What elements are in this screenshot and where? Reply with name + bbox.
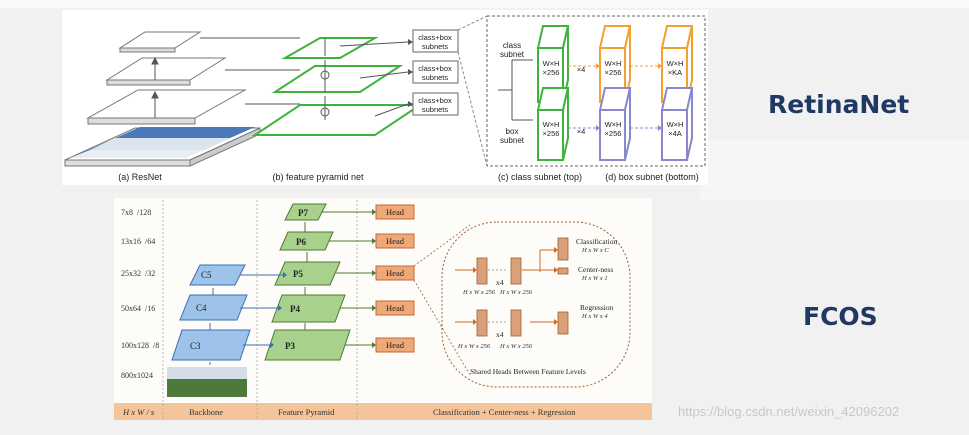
pyramid-layer-label: P5 [293, 269, 303, 279]
block-dim-wxh: W×H [543, 59, 560, 68]
block-dim-x256: ×256 [543, 68, 560, 77]
subnets-box-line1: class+box [418, 96, 452, 105]
head-boxes [375, 204, 415, 353]
block-dim-x256: ×256 [605, 129, 622, 138]
centerness-dim: H x W x 1 [581, 275, 608, 282]
feature-dim-label: H x W x 256 [499, 289, 533, 296]
repeat-label: ×4 [577, 65, 586, 74]
classification-dim: H x W x C [581, 247, 609, 254]
size-label: 50x64 /16 [121, 304, 155, 313]
retinanet-figure: class+box subnets class+box subnets clas… [64, 15, 706, 182]
repeat-x4: x4 [496, 278, 504, 287]
block-dim-wxh: W×H [605, 59, 622, 68]
head-label: Head [386, 340, 405, 350]
classification-label: Classification [576, 237, 617, 246]
regression-dim: H x W x 4 [581, 313, 608, 320]
fcos-footer-bar [114, 403, 652, 420]
subnets-box-line2: subnets [422, 42, 449, 51]
block-dim-wxh: W×H [543, 120, 560, 129]
block-dim-wxh: W×H [667, 59, 684, 68]
background-shard [0, 0, 969, 8]
backbone-layer-label: C4 [196, 303, 207, 313]
fcos-title: FCOS [803, 302, 878, 331]
backbone-layers [171, 264, 251, 361]
caption-resnet: (a) ResNet [118, 172, 162, 182]
size-label: 13x16 /64 [121, 237, 155, 246]
pyramid-layers [264, 203, 351, 361]
block-dim-x256: ×256 [543, 129, 560, 138]
repeat-x4: x4 [496, 330, 504, 339]
subnets-box-line2: subnets [422, 105, 449, 114]
pyramid-layer-label: P7 [298, 208, 308, 218]
watermark: https://blog.csdn.net/weixin_42096202 [678, 404, 900, 419]
caption-box-subnet: (d) box subnet (bottom) [605, 172, 699, 182]
subnets-box-line1: class+box [418, 64, 452, 73]
size-label: 800x1024 [121, 371, 153, 380]
feature-dim-label: H x W x 256 [462, 289, 496, 296]
block-dim-x256: ×256 [605, 68, 622, 77]
backbone-layer-label: C3 [190, 341, 201, 351]
head-label: Head [386, 236, 405, 246]
caption-fpn: (b) feature pyramid net [272, 172, 364, 182]
centerness-label: Center-ness [578, 265, 613, 274]
head-label: Head [386, 268, 405, 278]
subnet-detail-frame [486, 15, 706, 167]
subnets-boxes [412, 29, 459, 116]
pyramid-layer-label: P3 [285, 341, 295, 351]
feature-dim-label: H x W x 256 [499, 343, 533, 350]
footer-heads: Classification + Center-ness + Regressio… [433, 407, 576, 417]
caption-class-subnet: (c) class subnet (top) [498, 172, 582, 182]
fpn-layers [251, 37, 424, 136]
block-dim-xka: ×KA [668, 68, 682, 77]
size-label: 100x128 /8 [121, 341, 159, 350]
size-label: 7x8 /128 [121, 208, 151, 217]
subnets-box-line1: class+box [418, 33, 452, 42]
backbone-layer-label: C5 [201, 270, 212, 280]
feature-dim-label: H x W x 256 [457, 343, 491, 350]
footer-backbone: Backbone [189, 407, 223, 417]
regression-label: Regression [580, 303, 614, 312]
retinanet-title: RetinaNet [768, 90, 910, 119]
head-label: Head [386, 303, 405, 313]
subnets-box-line2: subnets [422, 73, 449, 82]
block-dim-wxh: W×H [667, 120, 684, 129]
class-subnet-label: subnet [500, 50, 525, 59]
shared-heads-caption: Shared Heads Between Feature Levels [470, 367, 586, 376]
repeat-label: ×4 [577, 127, 586, 136]
box-subnet-label: box [506, 127, 519, 136]
pyramid-layer-label: P4 [290, 304, 300, 314]
head-label: Head [386, 207, 405, 217]
background-shard [700, 140, 969, 200]
footer-hws: H x W / s [122, 407, 155, 417]
block-dim-wxh: W×H [605, 120, 622, 129]
pyramid-layer-label: P6 [296, 237, 306, 247]
class-subnet-label: class [503, 41, 521, 50]
shared-heads-frame [441, 221, 631, 388]
box-subnet-label: subnet [500, 136, 525, 145]
footer-feature-pyramid: Feature Pyramid [278, 407, 335, 417]
block-dim-x4a: ×4A [668, 129, 682, 138]
size-label: 25x32 /32 [121, 269, 155, 278]
